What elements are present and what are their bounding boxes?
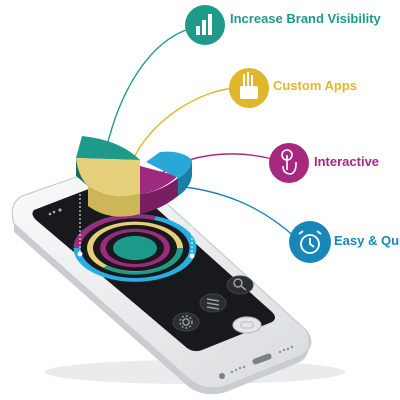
connector-apps [131, 87, 237, 163]
chart-marker [77, 251, 83, 257]
feature-icon-interactive [269, 143, 309, 183]
screen-ring-chart [73, 214, 197, 282]
feature-label-easy: Easy & Quick [334, 233, 400, 248]
pie-slice-teal [76, 136, 140, 160]
wifi-icon [58, 208, 62, 212]
signal-dot [48, 212, 52, 216]
feature-icon-apps [229, 68, 269, 108]
alarm-clock-icon [298, 230, 322, 254]
connector-brand [105, 27, 193, 151]
pie-slice-yellow [76, 158, 140, 197]
pencil-cup-icon [240, 72, 258, 99]
pie-side-purple [140, 178, 178, 214]
home-button[interactable] [232, 316, 262, 334]
feature-label-apps: Custom Apps [273, 78, 358, 93]
menu-icon [206, 298, 220, 310]
pie-side-blue [178, 160, 192, 196]
search-icon [233, 278, 247, 291]
signal-dot [52, 210, 56, 214]
phone-edge [14, 224, 311, 395]
bar-chart-icon [196, 14, 212, 35]
feature-icon-brand [185, 5, 225, 45]
tap-hand-icon [281, 149, 297, 175]
search-button[interactable] [226, 275, 254, 295]
feature-icon-easy [289, 221, 331, 263]
menu-button[interactable] [199, 293, 227, 313]
headphone-jack [219, 373, 225, 379]
pie-chart-3d [76, 136, 192, 217]
charging-port [252, 353, 272, 365]
feature-label-interactive: Interactive [314, 154, 380, 169]
pie-slice-blue [146, 151, 192, 178]
guide-lines [79, 178, 193, 256]
pie-side-yellow [88, 186, 140, 217]
feature-label-brand: Increase Brand Visibility [230, 11, 381, 26]
phone [11, 165, 312, 395]
gear-button[interactable] [172, 312, 200, 332]
connector-easy [174, 185, 297, 239]
pie-slice-purple [140, 166, 178, 194]
gear-icon [179, 315, 193, 329]
speaker-grill [230, 345, 294, 374]
